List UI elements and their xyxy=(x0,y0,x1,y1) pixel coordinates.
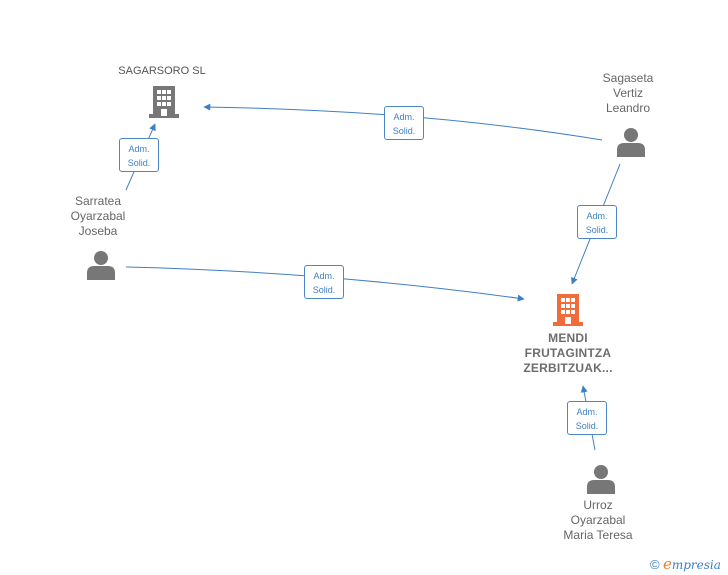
edge-label-sagaseta-mendi[interactable]: Adm. Solid. xyxy=(577,205,617,239)
person-name-urroz[interactable]: Urroz Oyarzabal Maria Teresa xyxy=(548,498,648,543)
brand-watermark: © empresia xyxy=(650,555,721,573)
edge-label-sagaseta-sagarsoro[interactable]: Adm. Solid. xyxy=(384,106,424,140)
edge-label-line: Solid. xyxy=(127,158,151,168)
person-icon[interactable] xyxy=(616,127,646,157)
brand-logo-letter: e xyxy=(662,555,672,573)
brand-logo-text: mpresia xyxy=(671,558,721,572)
edge-label-urroz-mendi[interactable]: Adm. Solid. xyxy=(567,401,607,435)
person-icon[interactable] xyxy=(86,250,116,280)
building-icon[interactable] xyxy=(553,292,583,326)
person-name-sagaseta[interactable]: Sagaseta Vertiz Leandro xyxy=(578,71,678,116)
person-name-sarratea[interactable]: Sarratea Oyarzabal Joseba xyxy=(48,194,148,239)
person-name-line: Maria Teresa xyxy=(563,528,633,542)
edge-label-sarratea-mendi[interactable]: Adm. Solid. xyxy=(304,265,344,299)
person-name-line: Sagaseta xyxy=(602,71,654,85)
company-name-sagarsoro[interactable]: SAGARSORO SL xyxy=(118,65,206,77)
edge-label-line: Solid. xyxy=(392,126,416,136)
edge-label-line: Solid. xyxy=(312,285,336,295)
copyright-symbol: © xyxy=(650,557,660,572)
edge-label-sarratea-sagarsoro[interactable]: Adm. Solid. xyxy=(119,138,159,172)
person-icon[interactable] xyxy=(586,464,616,494)
person-name-line: Leandro xyxy=(605,101,651,115)
person-name-line: Joseba xyxy=(78,224,118,238)
edge-label-line: Adm. xyxy=(128,144,150,154)
person-name-line: Urroz xyxy=(583,498,613,512)
person-name-line: Oyarzabal xyxy=(570,513,626,527)
person-name-line: Oyarzabal xyxy=(70,209,126,223)
edge-label-line: Adm. xyxy=(313,271,335,281)
company-name-line: MENDI xyxy=(548,331,588,345)
edge-label-line: Adm. xyxy=(586,211,608,221)
edge-label-line: Adm. xyxy=(576,407,598,417)
person-name-line: Sarratea xyxy=(74,194,122,208)
edge-label-line: Solid. xyxy=(585,225,609,235)
person-name-line: Vertiz xyxy=(612,86,643,100)
company-name-mendi[interactable]: MENDI FRUTAGINTZA ZERBITZUAK... xyxy=(508,331,628,376)
building-icon[interactable] xyxy=(149,84,179,118)
company-name-line: FRUTAGINTZA xyxy=(524,346,612,360)
company-name-line: ZERBITZUAK... xyxy=(523,361,613,375)
edge-label-line: Adm. xyxy=(393,112,415,122)
edge-label-line: Solid. xyxy=(575,421,599,431)
